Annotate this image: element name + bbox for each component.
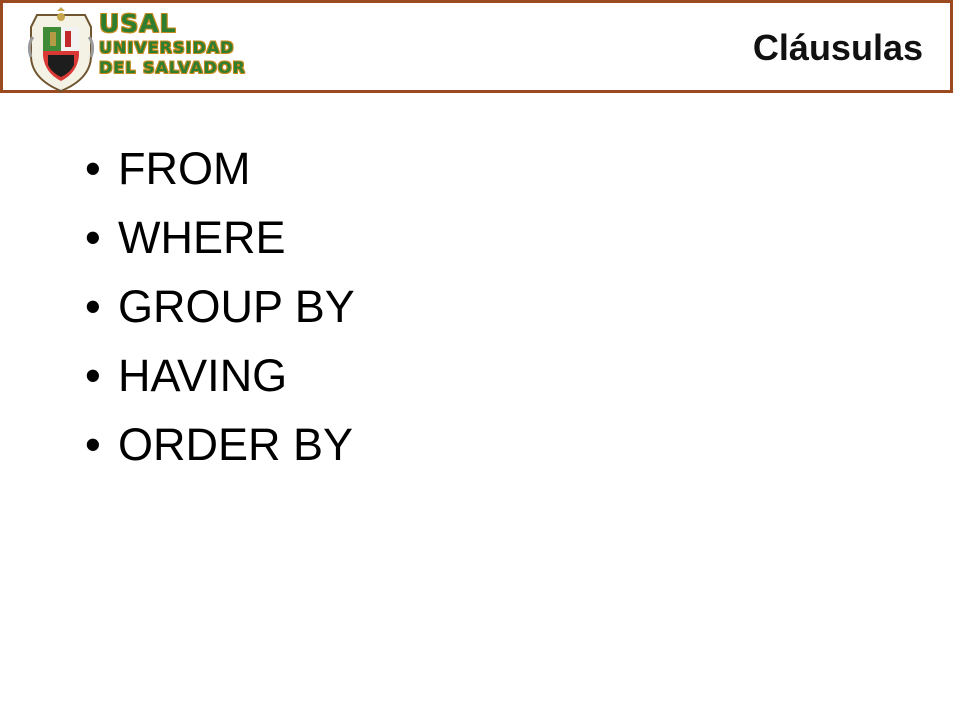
bullet-icon: • [85, 212, 101, 263]
slide-title: Cláusulas [752, 27, 923, 68]
bullet-text: FROM [118, 143, 251, 194]
bullet-text: HAVING [118, 350, 288, 401]
bullet-icon: • [85, 281, 101, 332]
university-shield-icon [27, 7, 95, 93]
university-logo: USAL UNIVERSIDAD DEL SALVADOR [21, 7, 281, 93]
bullet-icon: • [85, 350, 101, 401]
logo-line-del-salvador: DEL SALVADOR [99, 58, 246, 77]
logo-wordmark: USAL UNIVERSIDAD DEL SALVADOR [99, 11, 279, 91]
bullet-icon: • [85, 419, 101, 470]
bullet-text: WHERE [118, 212, 286, 263]
slide-header: USAL UNIVERSIDAD DEL SALVADOR Cláusulas [0, 0, 953, 93]
logo-line-universidad: UNIVERSIDAD [99, 38, 235, 57]
logo-line-usal: USAL [99, 9, 177, 38]
bullet-text: GROUP BY [118, 281, 355, 332]
bullet-icon: • [85, 143, 101, 194]
bullet-text: ORDER BY [118, 419, 354, 470]
